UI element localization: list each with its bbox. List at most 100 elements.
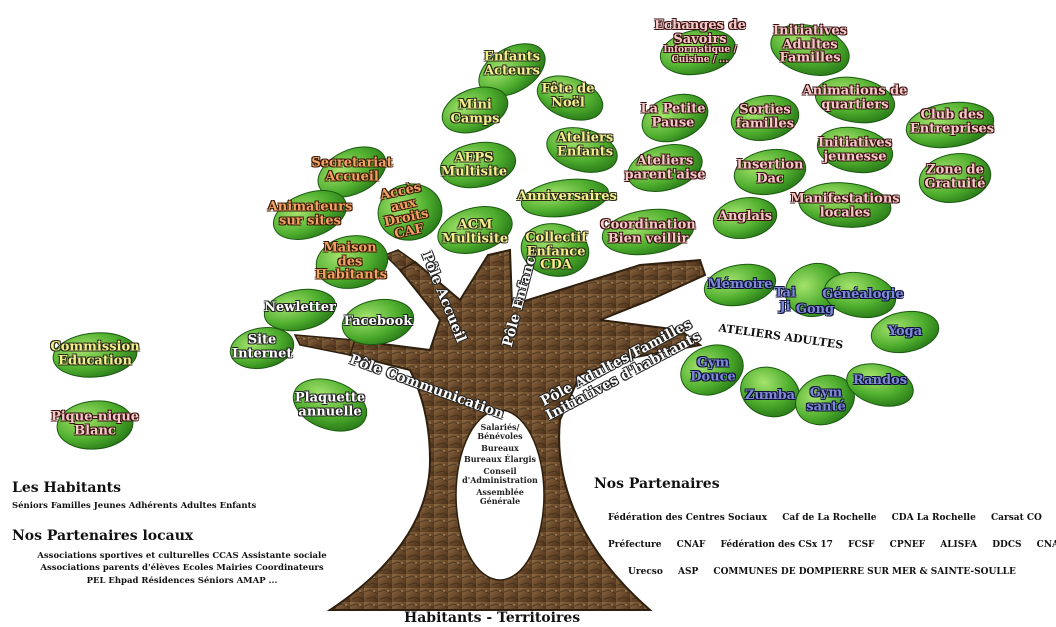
leaf bbox=[703, 263, 777, 307]
echanges-title: Echanges de Savoirs bbox=[654, 17, 746, 47]
partners-row-2: Préfecture CNAF Fédération des CSx 17 FC… bbox=[608, 540, 1056, 550]
partner-item: Préfecture bbox=[608, 540, 662, 550]
partner-item: COMMUNES DE DOMPIERRE SUR MER & SAINTE-S… bbox=[713, 567, 1016, 577]
leaf bbox=[823, 271, 897, 319]
oval-item: Bureaux Élargis bbox=[463, 454, 537, 465]
leaf bbox=[229, 327, 295, 369]
partners-row-3: Urecso ASP COMMUNES DE DOMPIERRE SUR MER… bbox=[628, 567, 1028, 577]
leaf bbox=[905, 101, 995, 149]
leaf bbox=[317, 146, 387, 198]
partner-item: Urecso bbox=[628, 567, 663, 577]
leaf-genealogie: Généalogie bbox=[822, 287, 904, 303]
leaf-animations: Animations de quartiers bbox=[802, 83, 908, 112]
leaf bbox=[546, 127, 618, 173]
oval-item: Bureaux bbox=[481, 442, 519, 453]
leaf-tai-ji: Tai Ji bbox=[774, 285, 796, 314]
leaf bbox=[627, 144, 703, 192]
partner-item: CPNEF bbox=[889, 540, 926, 550]
leaf-randos: Randos bbox=[852, 373, 908, 389]
leaf bbox=[846, 363, 914, 407]
leaf bbox=[816, 126, 894, 174]
partenaires-locaux-lines: Associations sportives et culturelles CC… bbox=[12, 550, 352, 587]
leaf bbox=[712, 197, 778, 239]
habitants-list: Séniors Familles Jeunes Adhérents Adulte… bbox=[12, 501, 257, 511]
leaf-anniversaires: Anniversaires bbox=[517, 189, 617, 205]
leaf bbox=[56, 400, 134, 450]
leaf-aeps: AEPS Multisite bbox=[440, 150, 508, 179]
leaf-ateliers-enfants: Ateliers Enfants bbox=[556, 130, 614, 159]
branch-communication bbox=[293, 334, 357, 356]
leaf-newletter: Newletter bbox=[264, 300, 336, 316]
leaf-site: Site Internet bbox=[232, 332, 293, 361]
leaf bbox=[52, 332, 138, 378]
leaf bbox=[733, 148, 807, 196]
leaf-initiatives-jeunesse: Initiatives jeunesse bbox=[818, 135, 892, 164]
leaf bbox=[770, 24, 850, 76]
leaf bbox=[870, 310, 940, 354]
leaf bbox=[520, 223, 590, 277]
leaf bbox=[437, 206, 513, 254]
partner-item: DDCS bbox=[992, 540, 1022, 550]
leaf-animateurs: Animateurs sur sites bbox=[267, 199, 353, 228]
partenaires-locaux-heading: Nos Partenaires locaux bbox=[12, 528, 194, 544]
partner-item: Fédération des CSx 17 bbox=[720, 540, 833, 550]
leaf-pique-nique: Pique-nique Blanc bbox=[50, 409, 140, 438]
leaf-manifestations: Manifestations locales bbox=[790, 191, 900, 220]
leaf-yoga: Yoga bbox=[887, 324, 923, 340]
leaf bbox=[659, 28, 737, 76]
oval-item: Salariés/ Bénévoles bbox=[477, 422, 523, 441]
governance-oval bbox=[455, 409, 545, 581]
leaf-mini-camps: Mini Camps bbox=[450, 97, 500, 126]
leaf-petite-pause: La Petite Pause bbox=[640, 101, 706, 130]
leaf-gym-douce: Gym Douce bbox=[690, 355, 736, 384]
leaf-club: Club des Entreprises bbox=[909, 107, 995, 136]
leaf-facebook: Facebook bbox=[343, 314, 413, 330]
partner-item: CNAV bbox=[1036, 540, 1056, 550]
leaf-insertion: Insertion Dac bbox=[736, 157, 804, 186]
branch-accueil bbox=[383, 249, 417, 271]
echanges-sub: Informatique / Cuisine / ... bbox=[663, 45, 737, 65]
leaf-initiatives-adultes: Initiatives Adultes Familles bbox=[773, 23, 847, 66]
partner-item: ASP bbox=[678, 567, 699, 577]
leaf-zone: Zone de Gratuité bbox=[924, 162, 986, 191]
oval-item: Assemblée Générale bbox=[476, 486, 524, 506]
leaf-fete-noel: Fête de Noël bbox=[541, 81, 595, 110]
partners-row-1: Fédération des Centres Sociaux Caf de La… bbox=[608, 513, 1054, 523]
leaf bbox=[315, 235, 389, 289]
partenaires-locaux-line: Associations sportives et culturelles CC… bbox=[37, 551, 327, 561]
leaf bbox=[273, 190, 347, 240]
leaf bbox=[918, 153, 992, 203]
leaf bbox=[814, 76, 896, 124]
leaf-gong: Gong bbox=[795, 302, 835, 318]
partner-item: CNAF bbox=[676, 540, 706, 550]
leaf-ateliers-parent: Ateliers parent'aise bbox=[624, 153, 706, 182]
leaf-coordination: Coordination Bien veillir bbox=[600, 217, 696, 246]
oval-item: Conseil d'Administration bbox=[462, 466, 538, 485]
governance-list: Salariés/ Bénévoles Bureaux Bureaux Élar… bbox=[462, 420, 538, 508]
partner-item: CDA La Rochelle bbox=[891, 513, 976, 523]
leaf-plaquette: Plaquette annuelle bbox=[294, 390, 366, 419]
leaf-collectif: Collectif Enfance CDA bbox=[525, 230, 587, 273]
leaf-memoire: Mémoire bbox=[707, 277, 773, 293]
leaf bbox=[341, 298, 415, 346]
leaf bbox=[536, 75, 604, 121]
leaf bbox=[441, 86, 509, 134]
leaf bbox=[377, 183, 443, 241]
leaf-enfants-acteurs: Enfants Acteurs bbox=[483, 49, 541, 78]
leaf-secretariat: Secretariat Accueil bbox=[311, 155, 393, 184]
leaf-sorties: Sorties familles bbox=[735, 102, 795, 131]
leaf bbox=[730, 95, 800, 141]
partner-item: FCSF bbox=[848, 540, 875, 550]
leaf-commission: Commission Education bbox=[50, 339, 140, 368]
leaf bbox=[641, 93, 709, 143]
leaf-acm: ACM Multisite bbox=[441, 217, 509, 246]
leaf bbox=[292, 378, 368, 432]
habitants-heading: Les Habitants bbox=[12, 480, 121, 496]
leaf-anglais: Anglais bbox=[717, 209, 773, 225]
partner-item: Caf de La Rochelle bbox=[782, 513, 877, 523]
partner-item: ALISFA bbox=[940, 540, 978, 550]
leaf bbox=[798, 182, 892, 228]
leaf-maison: Maison des Habitants bbox=[315, 240, 387, 283]
